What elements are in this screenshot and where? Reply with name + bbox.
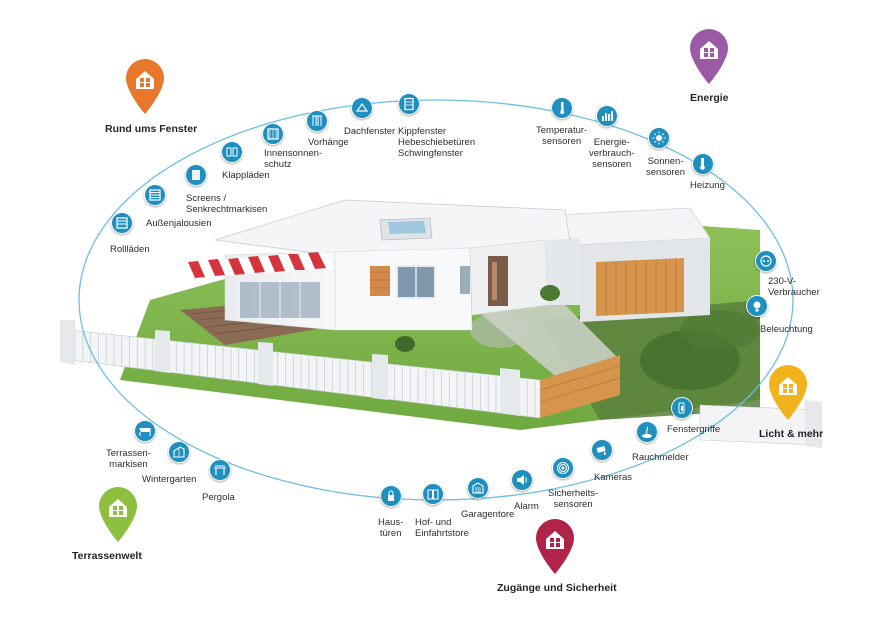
category-licht-und-mehr: Licht & mehr bbox=[759, 428, 824, 440]
terrasse-pin-icon bbox=[99, 487, 137, 542]
front-fence bbox=[60, 320, 541, 419]
label-sonnensensoren: Sonnen- sensoren bbox=[646, 156, 686, 178]
dachfenster-icon bbox=[351, 97, 373, 119]
fenstergriff-icon bbox=[671, 397, 693, 419]
label-temperatursensoren: Temperatur- sensoren bbox=[536, 125, 588, 147]
label-rauchmelder: Rauchmelder bbox=[632, 452, 689, 463]
label-pergola: Pergola bbox=[202, 492, 235, 503]
category-terrassenwelt: Terrassenwelt bbox=[72, 550, 142, 562]
klapplaeden-icon bbox=[221, 141, 243, 163]
gate bbox=[540, 355, 620, 418]
garagentor-icon bbox=[467, 477, 489, 499]
label-garagentore: Garagentore bbox=[461, 509, 515, 520]
pergola-icon bbox=[209, 459, 231, 481]
wintergarten-icon bbox=[168, 441, 190, 463]
terrassenmarkise-icon bbox=[134, 420, 156, 442]
alarm-icon bbox=[511, 469, 533, 491]
category-energie: Energie bbox=[690, 92, 729, 104]
label-alarm: Alarm bbox=[514, 501, 539, 512]
label-klapplaeden: Klappläden bbox=[222, 170, 270, 181]
vorhaenge-icon bbox=[306, 110, 328, 132]
label-rolllaeden: Rollläden bbox=[110, 244, 150, 255]
energieverbrauch-icon bbox=[596, 105, 618, 127]
label-energieverbrauch: Energie- verbrauch- sensoren bbox=[589, 137, 635, 170]
kippfenster-icon bbox=[398, 93, 420, 115]
label-innensonnenschutz: Innensonnen- schutz bbox=[264, 148, 323, 170]
steckdose-icon bbox=[755, 250, 777, 272]
innensonnenschutz-icon bbox=[262, 123, 284, 145]
path bbox=[470, 300, 620, 380]
label-kippfenster: Kippfenster Hebeschiebetüren Schwingfens… bbox=[398, 126, 476, 159]
label-heizung: Heizung bbox=[690, 180, 725, 191]
label-hofeinfahrtstore: Hof- und Einfahrtstore bbox=[415, 517, 469, 539]
rauchmelder-icon bbox=[636, 421, 658, 443]
label-verbraucher: 230-V- Verbraucher bbox=[768, 276, 820, 298]
category-zugaenge-und-sicherheit: Zugänge und Sicherheit bbox=[497, 582, 617, 594]
screens-icon bbox=[185, 164, 207, 186]
temperatursensoren-icon bbox=[551, 97, 573, 119]
haustuer-icon bbox=[380, 485, 402, 507]
sicherheitssensoren-icon bbox=[552, 457, 574, 479]
label-fenstergriffe: Fenstergriffe bbox=[667, 424, 721, 435]
fenster-pin-icon bbox=[126, 59, 164, 114]
garage-door bbox=[596, 258, 684, 316]
heizung-icon bbox=[692, 153, 714, 175]
rolllaeden-icon bbox=[111, 212, 133, 234]
zugaenge-pin-icon bbox=[536, 519, 574, 574]
label-beleuchtung: Beleuchtung bbox=[760, 324, 813, 335]
label-wintergarten: Wintergarten bbox=[142, 474, 197, 485]
label-vorhaenge: Vorhänge bbox=[308, 137, 349, 148]
category-rund-ums-fenster: Rund ums Fenster bbox=[105, 123, 198, 135]
label-screens: Screens / Senkrechtmarkisen bbox=[186, 193, 268, 215]
label-haustueren: Haus- türen bbox=[378, 517, 404, 539]
label-aussenjalousien: Außenjalousien bbox=[146, 218, 212, 229]
beleuchtung-icon bbox=[746, 295, 768, 317]
sonnensensoren-icon bbox=[648, 127, 670, 149]
licht-pin-icon bbox=[769, 365, 807, 420]
entrance-wall bbox=[469, 239, 549, 316]
label-terrassenmarkisen: Terrassen- markisen bbox=[106, 448, 151, 470]
label-kameras: Kameras bbox=[594, 472, 633, 483]
label-dachfenster: Dachfenster bbox=[344, 126, 396, 137]
hoftor-icon bbox=[422, 483, 444, 505]
aussenjalousien-icon bbox=[144, 184, 166, 206]
label-sicherheitssensoren: Sicherheits- sensoren bbox=[548, 488, 599, 510]
kamera-icon bbox=[591, 439, 613, 461]
energie-pin-icon bbox=[690, 29, 728, 84]
